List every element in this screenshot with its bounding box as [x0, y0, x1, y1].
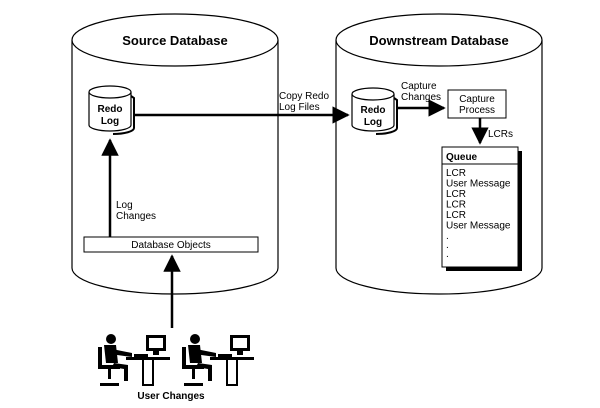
downstream-redo-log-line2: Log — [364, 117, 382, 128]
queue-item: User Message — [446, 179, 511, 190]
database-objects-box — [83, 236, 259, 253]
queue-item: . — [446, 249, 449, 260]
copy-redo-line2: Log Files — [279, 102, 320, 113]
queue-title: Queue — [446, 152, 478, 163]
source-redo-log-line2: Log — [101, 116, 119, 127]
user-changes-label: User Changes — [137, 391, 205, 402]
copy-redo-line1: Copy Redo — [279, 91, 329, 102]
queue-item: LCR — [446, 210, 466, 221]
queue-item: . — [446, 240, 449, 251]
lcrs-label: LCRs — [488, 129, 513, 140]
downstream-database-title: Downstream Database — [369, 33, 508, 48]
capture-process-box — [447, 89, 507, 119]
queue-item: LCR — [446, 200, 466, 211]
capture-changes-line2: Changes — [401, 92, 441, 103]
queue-box — [441, 146, 522, 271]
queue-item: LCR — [446, 168, 466, 179]
database-objects-label: Database Objects — [131, 240, 211, 251]
queue-item: LCR — [446, 189, 466, 200]
capture-process-line2: Process — [459, 105, 495, 116]
source-database-title: Source Database — [122, 33, 228, 48]
source-redo-log-line1: Redo — [98, 104, 123, 115]
log-changes-line2: Changes — [116, 211, 156, 222]
log-changes-line1: Log — [116, 200, 133, 211]
source-redo-log — [88, 85, 135, 135]
downstream-redo-log-line1: Redo — [361, 105, 386, 116]
queue-item: . — [446, 231, 449, 242]
queue-item: User Message — [446, 221, 511, 232]
user-workstation-icon — [98, 334, 170, 386]
capture-process-line1: Capture — [459, 94, 495, 105]
downstream-redo-log — [351, 87, 398, 135]
capture-changes-line1: Capture — [401, 81, 437, 92]
user-workstation-icon — [182, 334, 254, 386]
